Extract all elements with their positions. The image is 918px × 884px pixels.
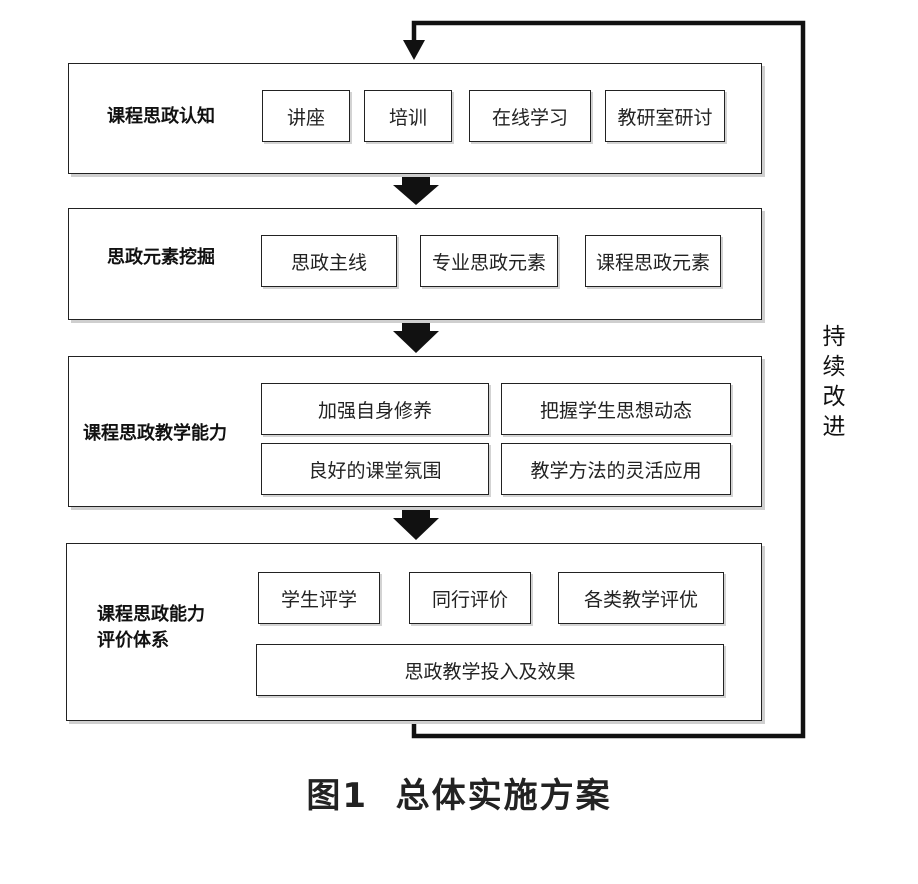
item-teaching-awards: 各类教学评优 [558,572,724,624]
feedback-label-char: 进 [822,414,846,440]
item-student-thoughts: 把握学生思想动态 [501,383,731,435]
feedback-label: 持 续 改 进 [818,322,850,442]
feedback-label-char: 改 [822,384,846,410]
feedback-loop-arrowhead [403,40,425,60]
stage-title: 课程思政教学能力 [83,423,227,444]
stage-title-line-1: 课程思政能力 [97,604,205,625]
item-training: 培训 [364,90,452,142]
item-department-seminar: 教研室研讨 [605,90,725,142]
stage-panel-element-mining: 思政元素挖掘 思政主线 专业思政元素 课程思政元素 [68,208,762,320]
down-arrow-2 [393,320,439,353]
stage-title-line-2: 评价体系 [97,630,169,651]
down-arrow-1 [393,174,439,205]
item-ideological-mainline: 思政主线 [261,235,397,287]
stage-title: 思政元素挖掘 [107,247,215,268]
item-classroom-atmosphere: 良好的课堂氛围 [261,443,489,495]
item-peer-evaluation: 同行评价 [409,572,531,624]
item-course-elements: 课程思政元素 [585,235,721,287]
feedback-label-char: 续 [822,354,846,380]
item-self-cultivation: 加强自身修养 [261,383,489,435]
item-online-learning: 在线学习 [469,90,591,142]
feedback-label-char: 持 [822,324,846,350]
figure-caption: 图1 总体实施方案 [306,776,612,816]
stage-panel-cognition: 课程思政认知 讲座 培训 在线学习 教研室研讨 [68,63,762,174]
item-student-evaluation: 学生评学 [258,572,380,624]
item-lecture: 讲座 [262,90,350,142]
item-input-and-effect: 思政教学投入及效果 [256,644,724,696]
down-arrow-3 [393,507,439,540]
stage-panel-evaluation-system: 课程思政能力 评价体系 学生评学 同行评价 各类教学评优 思政教学投入及效果 [66,543,762,721]
stage-title: 课程思政认知 [107,106,215,127]
stage-panel-teaching-ability: 课程思政教学能力 加强自身修养 把握学生思想动态 良好的课堂氛围 教学方法的灵活… [68,356,762,507]
feedback-loop-line [411,20,806,739]
item-professional-elements: 专业思政元素 [420,235,558,287]
stage-title: 课程思政能力 评价体系 [97,602,205,654]
item-flexible-methods: 教学方法的灵活应用 [501,443,731,495]
